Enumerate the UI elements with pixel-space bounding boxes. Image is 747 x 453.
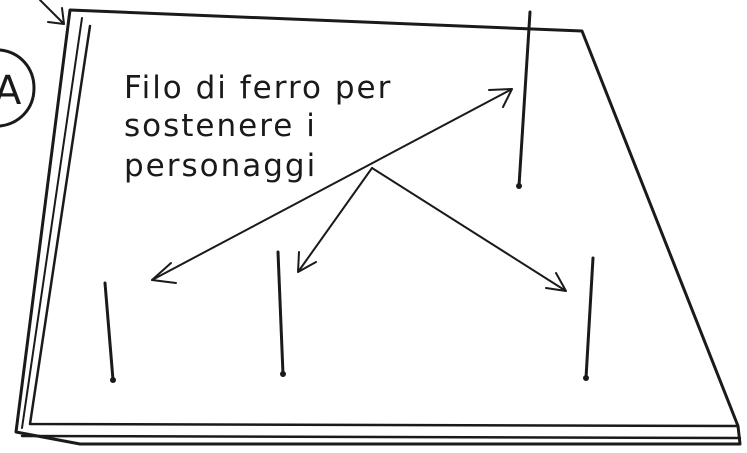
arrow-to-back-right-wire xyxy=(151,88,513,281)
arrow-to-front-center-wire xyxy=(297,167,373,273)
label-line-2: sostenere i xyxy=(124,108,317,144)
wire-back-right-tip xyxy=(516,183,522,189)
wire-front-right xyxy=(583,256,595,381)
marker-circle: A xyxy=(0,48,36,128)
pointer-arrow xyxy=(39,0,65,25)
arrowhead-front-left xyxy=(151,262,177,284)
pointer-arrows xyxy=(151,88,567,292)
wire-back-right xyxy=(516,10,532,189)
wire-label: Filo di ferro per sostenere i personaggi xyxy=(124,70,392,184)
label-line-3: personaggi xyxy=(124,148,317,184)
wire-front-center xyxy=(276,250,286,377)
wire-front-right-tip xyxy=(583,375,589,381)
base-board xyxy=(14,8,742,446)
marker-letter: A xyxy=(0,68,22,114)
arrow-to-front-right-wire xyxy=(371,167,567,292)
wire-front-left-tip xyxy=(110,377,116,383)
wire-front-center-tip xyxy=(280,371,286,377)
wire-front-left xyxy=(103,281,116,383)
label-line-1: Filo di ferro per xyxy=(124,70,392,106)
